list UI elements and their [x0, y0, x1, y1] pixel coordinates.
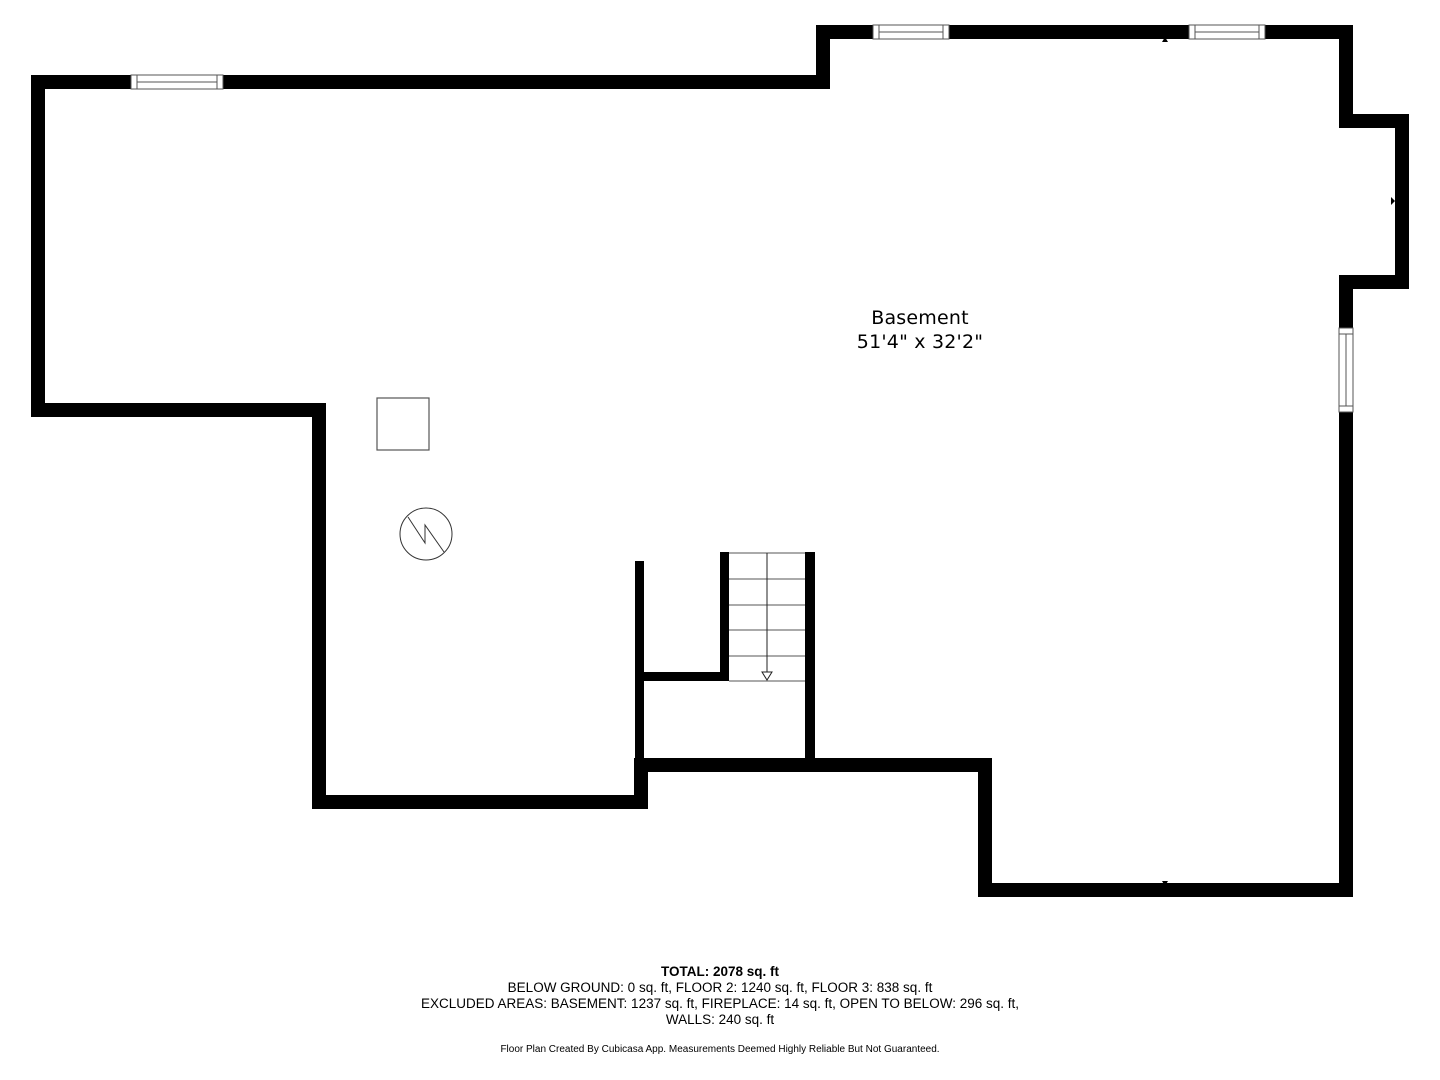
floor-areas: BELOW GROUND: 0 sq. ft, FLOOR 2: 1240 sq…: [507, 980, 933, 995]
dimension-markers: [41, 37, 1395, 886]
area-summary: TOTAL: 2078 sq. ft BELOW GROUND: 0 sq. f…: [0, 964, 1440, 1058]
window-top-2: [1188, 24, 1266, 40]
utility-box-icon: [376, 397, 430, 451]
window-top-1: [872, 24, 950, 40]
walls-area: WALLS: 240 sq. ft: [665, 1012, 775, 1027]
window-right: [1338, 327, 1354, 413]
marker-top-icon: [1162, 37, 1168, 42]
total-area: TOTAL: 2078 sq. ft: [660, 964, 780, 979]
room-dimensions: 51'4" x 32'2": [856, 331, 984, 353]
marker-left-icon: [41, 197, 45, 205]
water-heater-icon: [399, 507, 453, 561]
room-label-basement: Basement 51'4" x 32'2": [820, 306, 1020, 354]
disclaimer-footer: Floor Plan Created By Cubicasa App. Meas…: [500, 1044, 940, 1055]
marker-right-icon: [1391, 197, 1395, 205]
room-name: Basement: [871, 307, 969, 329]
exterior-walls: [31, 25, 1409, 897]
excluded-areas: EXCLUDED AREAS: BASEMENT: 1237 sq. ft, F…: [421, 996, 1019, 1011]
marker-bottom-icon: [1162, 881, 1168, 886]
staircase-icon: [729, 552, 805, 682]
windows: [130, 24, 1354, 413]
interior-walls: [635, 552, 815, 772]
window-top-left: [130, 74, 224, 90]
